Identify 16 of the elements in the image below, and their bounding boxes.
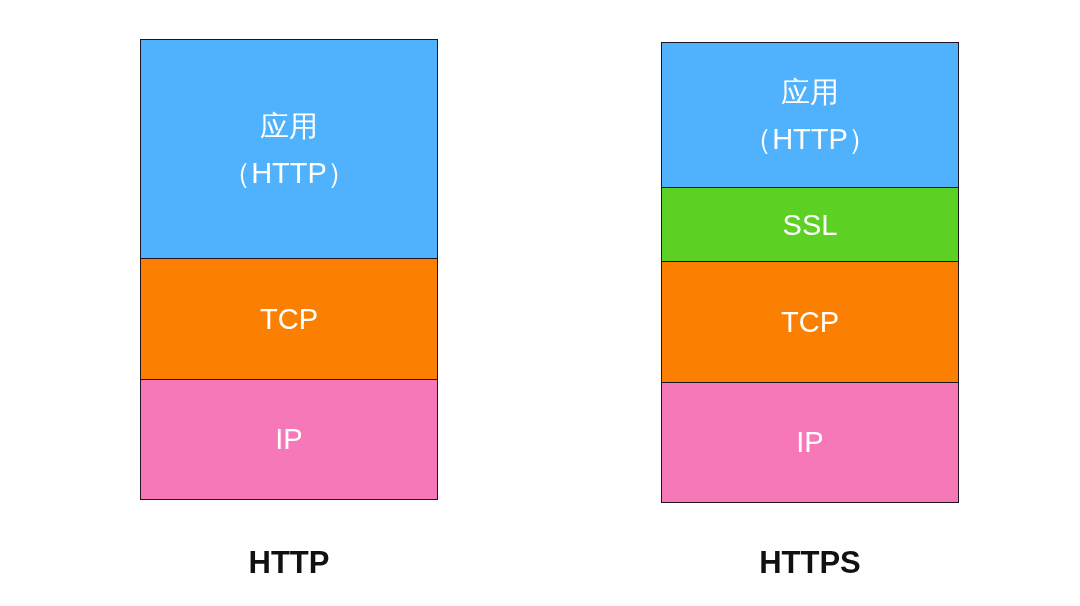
- layer-label: 应用（HTTP）: [221, 109, 357, 191]
- protocol-layer: [661, 187, 959, 263]
- protocol-layer: [661, 261, 959, 384]
- stack-caption: HTTPS: [758, 545, 862, 581]
- layer-label: 应用（HTTP）: [742, 75, 878, 157]
- protocol-layer: [661, 42, 959, 189]
- layer-label: TCP: [780, 305, 840, 341]
- layer-label: IP: [795, 425, 825, 461]
- protocol-layer: [661, 382, 959, 503]
- stack-caption: HTTP: [247, 545, 331, 581]
- protocol-layer: [140, 258, 438, 381]
- protocol-layer: [140, 39, 438, 260]
- layer-label: IP: [274, 422, 304, 458]
- layer-label: TCP: [259, 302, 319, 338]
- layer-label: SSL: [781, 207, 839, 243]
- protocol-layer: [140, 379, 438, 500]
